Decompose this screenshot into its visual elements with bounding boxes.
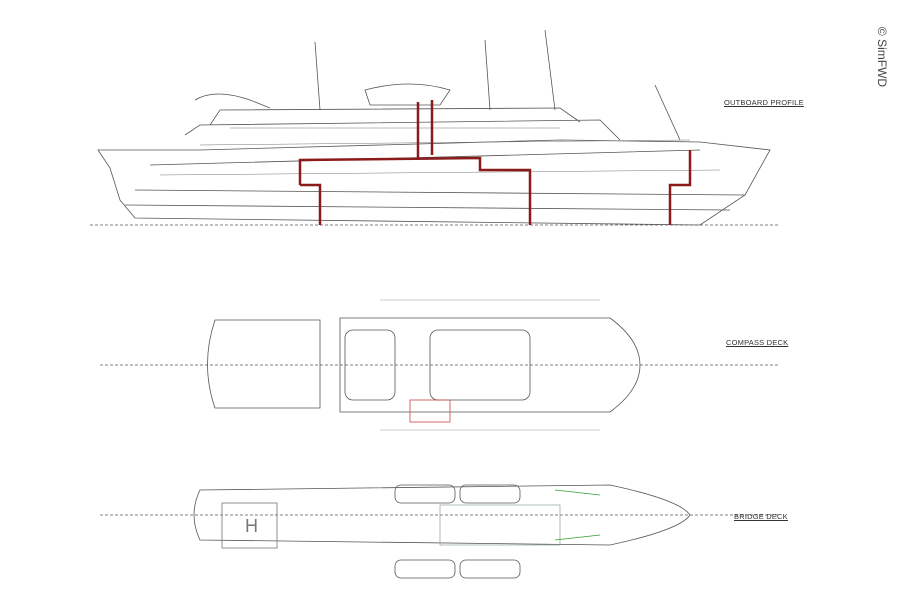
svg-text:H: H — [245, 516, 258, 536]
compass-deck-label: COMPASS DECK — [726, 338, 789, 347]
highlight-route — [298, 100, 692, 225]
copyright-watermark: © SimFWD — [875, 26, 890, 88]
bridge-deck-label: BRIDGE DECK — [734, 512, 788, 521]
outboard-profile-drawing — [90, 29, 780, 226]
compass-deck-drawing — [100, 299, 780, 431]
outboard-profile-label: OUTBOARD PROFILE — [724, 98, 804, 107]
bridge-deck-drawing: H — [100, 484, 780, 579]
